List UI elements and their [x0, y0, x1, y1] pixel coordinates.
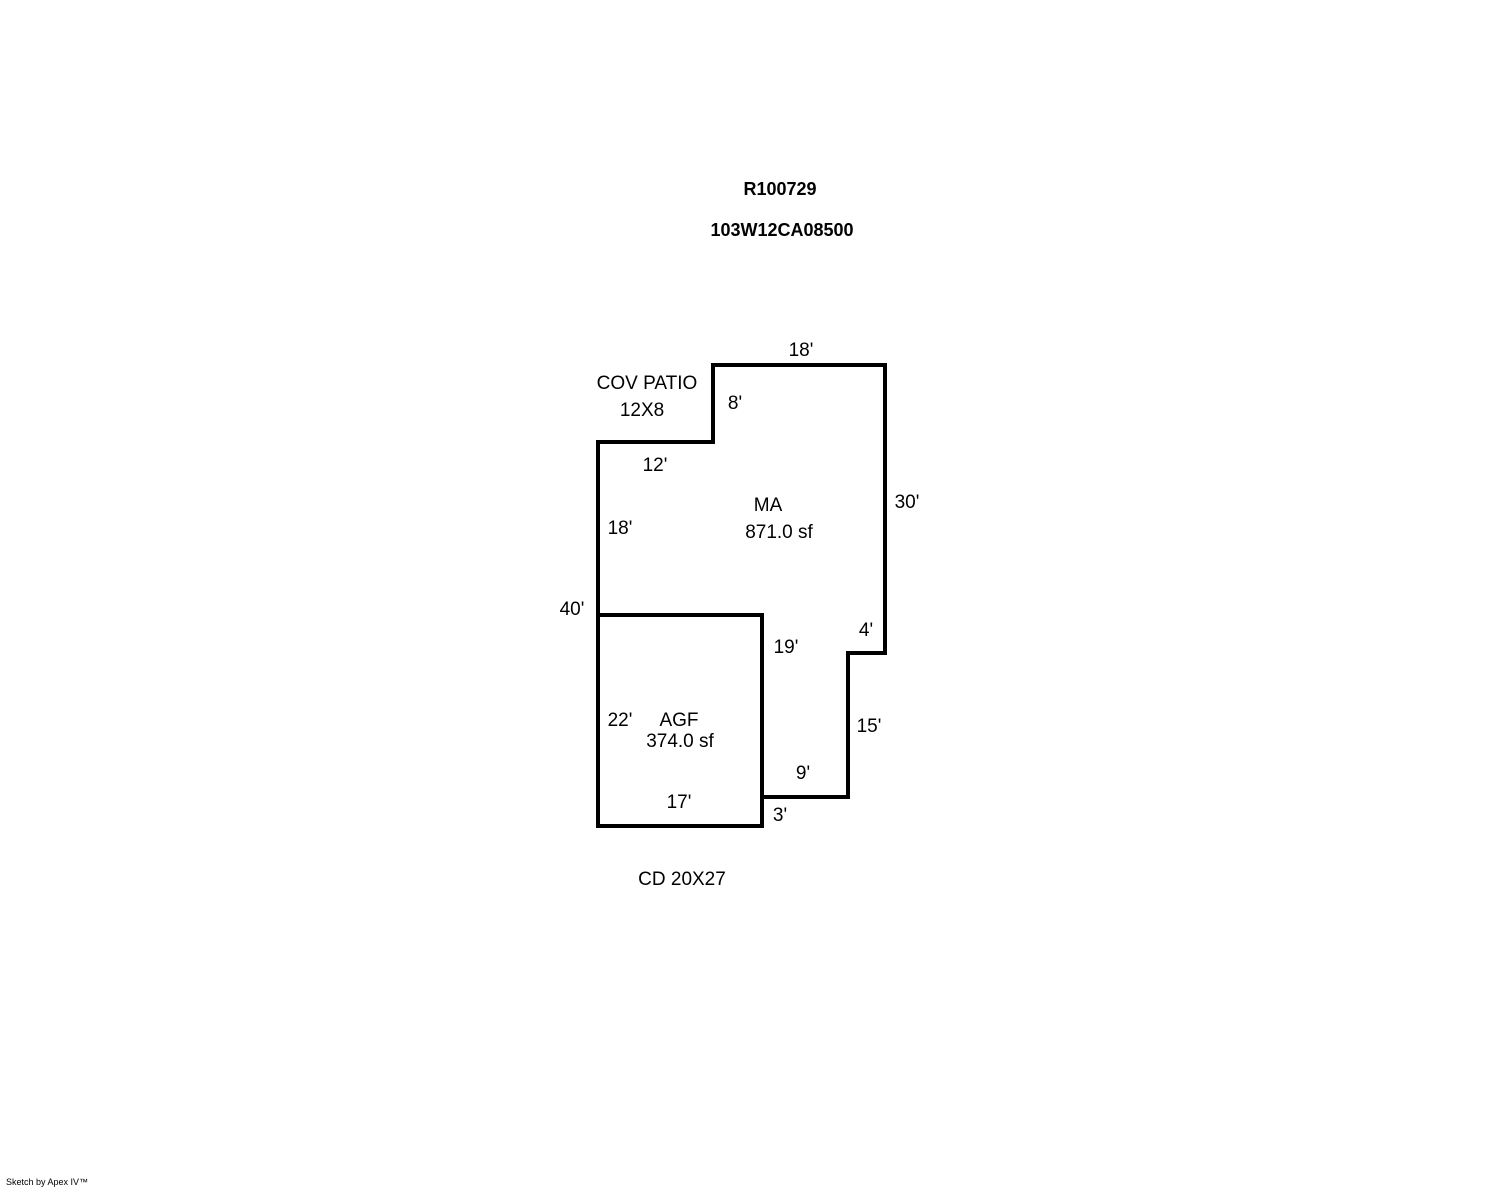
dim-garage-bottom: 17': [667, 792, 692, 813]
map-tax-lot: 103W12CA08500: [710, 220, 853, 240]
software-credit: Sketch by Apex IV™: [6, 1177, 89, 1187]
main-area-outline: [596, 363, 887, 799]
garage-sf: 374.0 sf: [646, 731, 714, 752]
patio-label: COV PATIO: [597, 373, 698, 394]
main-area-name: MA: [754, 495, 783, 516]
patio-size: 12X8: [620, 400, 664, 421]
dim-top: 18': [789, 340, 814, 361]
dim-garage-right: 19': [774, 637, 799, 658]
deck-label: CD 20X27: [638, 869, 726, 890]
dim-bottom-step: 3': [773, 805, 787, 826]
dim-right-step: 4': [859, 620, 873, 641]
dim-right-lower: 15': [857, 716, 882, 737]
dim-patio-notch-vertical: 8': [728, 393, 742, 414]
dim-right: 30': [895, 492, 920, 513]
garage-outline: [596, 613, 764, 828]
garage-name: AGF: [659, 710, 698, 731]
dim-patio-notch-horizontal: 12': [643, 455, 668, 476]
dim-left-upper: 18': [608, 518, 633, 539]
account-id: R100729: [743, 179, 816, 199]
dim-bottom-ma: 9': [796, 763, 810, 784]
dim-garage-left: 22': [608, 710, 633, 731]
main-area-sf: 871.0 sf: [745, 522, 813, 543]
dim-left-total: 40': [560, 599, 585, 620]
